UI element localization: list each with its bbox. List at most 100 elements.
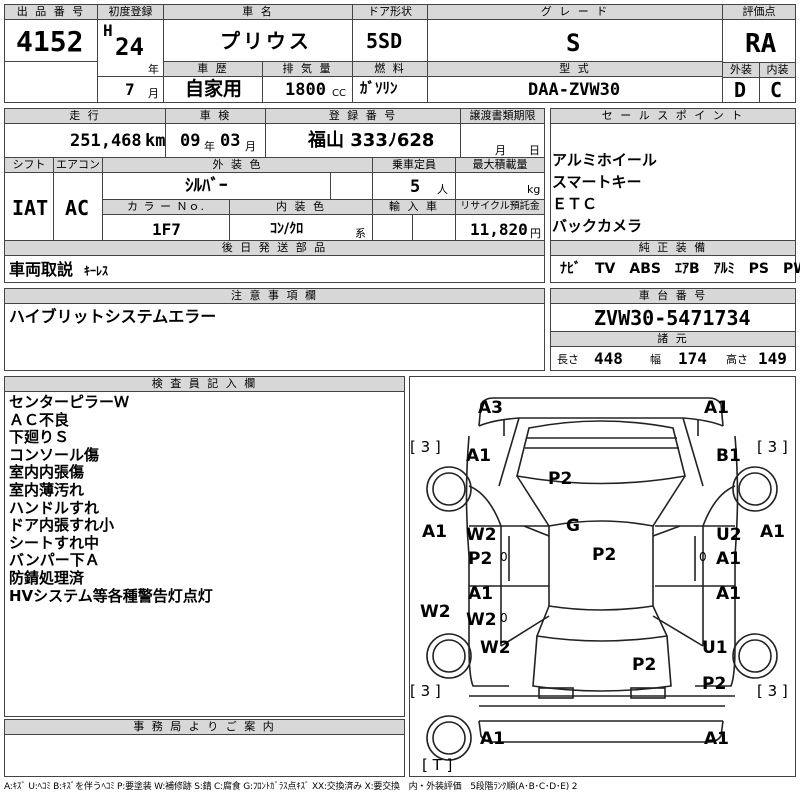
- reg-year: 24: [115, 33, 144, 61]
- color-number: 1F7: [152, 220, 181, 239]
- capacity-unit: 人: [437, 183, 448, 196]
- door-label: ドア形状: [353, 5, 427, 19]
- specs-label: 諸 元: [551, 332, 795, 346]
- door-type: 5SD: [366, 29, 403, 53]
- color-no-label: カ ラ ー Ｎｏ.: [103, 200, 229, 214]
- era: H: [103, 21, 113, 40]
- mark-door-rl1: A1: [468, 584, 493, 604]
- car-diagram: [426, 397, 778, 761]
- inspector-line: バンパー下Ａ: [9, 551, 100, 570]
- ac-label: エアコン: [54, 158, 102, 172]
- inspector-line: 室内内張傷: [9, 463, 85, 482]
- grade: S: [566, 29, 581, 57]
- grade-label: グ レ ー ド: [428, 5, 722, 19]
- sales-point: スマートキー: [552, 173, 642, 191]
- interior-label: 内装: [760, 63, 795, 77]
- sales-point: バックカメラ: [552, 217, 643, 235]
- history-label: 車 歴: [164, 62, 262, 76]
- color-label: 外 装 色: [103, 158, 372, 172]
- plate-number: 福山 333ﾉ628: [308, 130, 435, 151]
- equipment-label: 純 正 装 備: [551, 241, 795, 255]
- mark-side-r: A1: [760, 522, 785, 542]
- import-label: 輸 入 車: [373, 200, 455, 214]
- load-label: 最大積載量: [456, 158, 544, 172]
- mark-hood: P2: [548, 469, 573, 489]
- car-name-label: 車 名: [164, 5, 352, 19]
- sales-point: ＥＴＣ: [552, 195, 598, 213]
- reg-month: 7: [125, 80, 135, 99]
- shift-label: シフト: [5, 158, 53, 172]
- inspector-line: シートすれ中: [9, 533, 100, 552]
- recycle-unit: 円: [530, 227, 541, 240]
- mark-fender-fl: A1: [466, 446, 491, 466]
- mark-rear-left: A1: [480, 729, 505, 749]
- capacity: 5: [410, 177, 421, 197]
- transfer-month-unit: 月: [495, 144, 506, 157]
- later-parts-extra: ｷｰﾚｽ: [84, 264, 109, 278]
- mark-quarter-r: U1: [702, 638, 728, 658]
- car-name: プ リ ウ ス: [220, 29, 309, 53]
- mark-door-fr1: U2: [716, 525, 742, 545]
- mark-door-fl2: P2: [468, 549, 493, 569]
- mark-rear-right: A1: [704, 729, 729, 749]
- recycle-fee: 11,820: [470, 220, 528, 239]
- inspection-year-unit: 年: [204, 140, 215, 153]
- fuel: ｶﾞｿﾘﾝ: [360, 79, 398, 97]
- air-conditioner: AC: [65, 196, 90, 220]
- mark-tire-fr: [ 3 ]: [757, 438, 788, 456]
- displacement-label: 排 気 量: [263, 62, 352, 76]
- mark-door-fl1: W2: [466, 525, 497, 545]
- length: 448: [594, 349, 623, 368]
- model-label: 型 式: [428, 62, 722, 76]
- mileage-label: 走 行: [5, 109, 165, 123]
- interior-color: ｺﾝ/ｸﾛ: [270, 221, 304, 237]
- mark-front-right: A1: [704, 398, 729, 418]
- inspector-line: 室内薄汚れ: [9, 481, 85, 499]
- plate-label: 登 録 番 号: [266, 109, 460, 123]
- interior-color-unit: 系: [355, 227, 366, 240]
- displacement-unit: CC: [332, 88, 346, 99]
- shift: IAT: [12, 196, 49, 220]
- year-unit: 年: [148, 63, 159, 76]
- width-label: 幅: [650, 353, 661, 366]
- lot-number: 4152: [16, 25, 84, 58]
- exterior-label: 外装: [723, 63, 759, 77]
- legend: A:ｷｽﾞ U:ﾍｺﾐ B:ｷｽﾞを伴うﾍｺﾐ P:要塗装 W:補修跡 S:錆 …: [4, 782, 578, 792]
- interior-color-label: 内 装 色: [230, 200, 372, 214]
- score-label: 評価点: [723, 5, 795, 19]
- load-unit: kg: [527, 183, 541, 196]
- mark-door-fr-o: 0: [699, 550, 707, 564]
- month-unit: 月: [148, 87, 159, 100]
- inspector-box: [4, 376, 405, 717]
- inspector-line: 下廻りＳ: [9, 428, 70, 447]
- inspection-month: 03: [220, 131, 241, 151]
- inspector-line: ハンドルすれ: [9, 498, 100, 517]
- interior-score: C: [770, 78, 783, 102]
- mileage-unit: km: [145, 131, 166, 151]
- sales-label: セ ー ル ス ポ イ ン ト: [551, 109, 795, 123]
- transfer-label: 譲渡書類期限: [461, 109, 544, 123]
- car-diagram-box: [409, 376, 796, 777]
- mark-roof-g: G: [566, 516, 580, 536]
- chassis-box: [550, 288, 796, 371]
- later-parts-box: [4, 240, 545, 283]
- later-parts-label: 後 日 発 送 部 品: [5, 241, 544, 255]
- inspection-year: 09: [180, 131, 201, 151]
- inspector-label: 検 査 員 記 入 欄: [5, 377, 404, 391]
- chassis-label: 車 台 番 号: [551, 289, 795, 303]
- mileage: 251,468: [70, 131, 142, 151]
- office-label: 事 務 局 よ り ご 案 内: [5, 720, 404, 734]
- mark-roof: P2: [592, 545, 617, 565]
- mark-trunk: P2: [632, 655, 657, 675]
- model-box: [427, 61, 723, 103]
- displacement: 1800: [285, 80, 326, 100]
- mark-tire-rr: [ 3 ]: [757, 682, 788, 700]
- height: 149: [758, 349, 787, 368]
- inspector-line: 防錆処理済: [9, 569, 85, 587]
- exterior-color: ｼﾙﾊﾞｰ: [185, 176, 228, 196]
- inspection-month-unit: 月: [245, 140, 256, 153]
- chassis-number: ZVW30-5471734: [594, 306, 751, 330]
- mark-door-fr2: A1: [716, 549, 741, 569]
- history: 自家用: [185, 78, 243, 100]
- inspector-line: センターピラーＷ: [9, 393, 130, 411]
